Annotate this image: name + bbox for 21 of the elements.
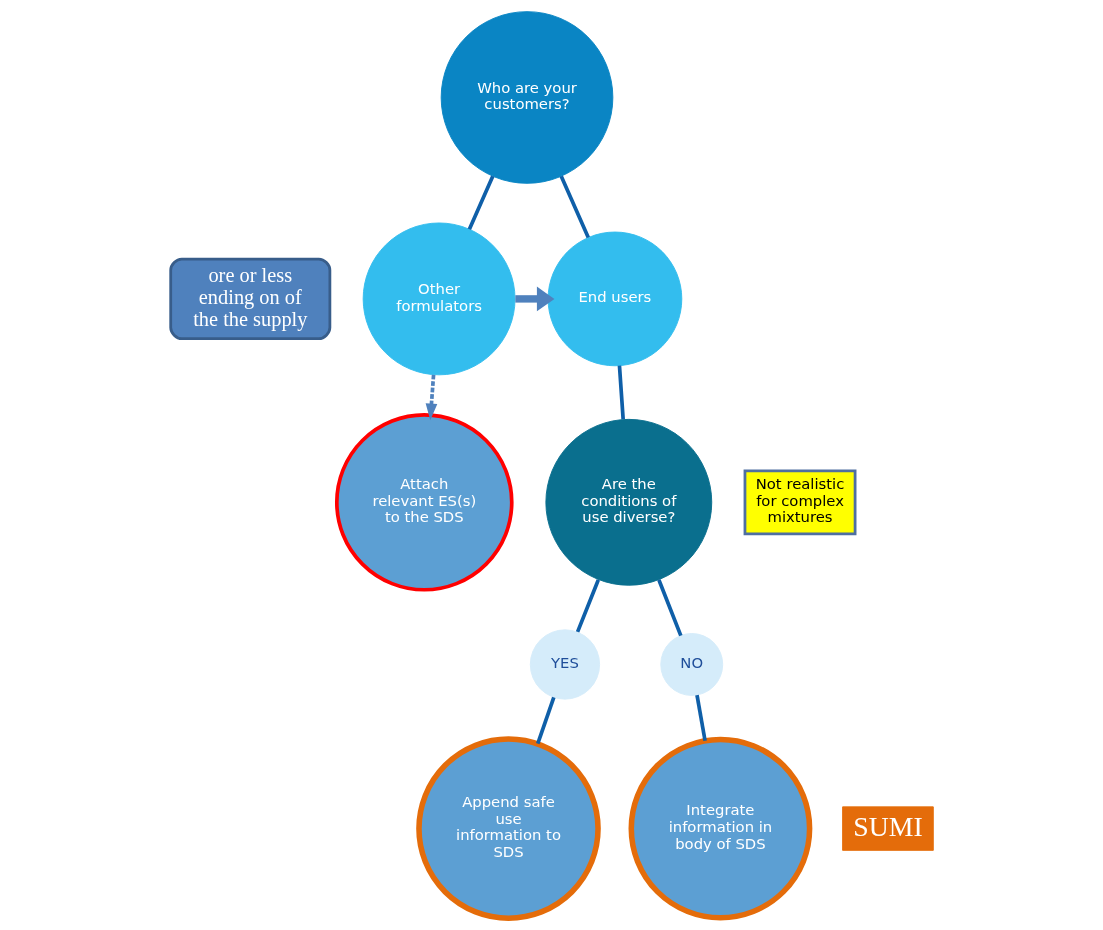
connector	[694, 694, 707, 742]
node-circle: Are the conditions of use diverse?	[544, 418, 712, 586]
node-circle: Integrate information in body of SDS	[628, 736, 812, 921]
node-circle: NO	[659, 633, 723, 696]
node-circle: Append safe use information to SDS	[415, 736, 601, 921]
node-box: ore or less ending on of the the supply	[168, 257, 331, 341]
node-circle: YES	[529, 629, 600, 700]
connector	[575, 579, 600, 633]
node-box: Not realistic for complex mixtures	[743, 469, 856, 536]
node-circle: End users	[547, 231, 682, 367]
connector	[467, 175, 494, 230]
arrow	[425, 374, 437, 421]
node-circle: Who are your customers?	[440, 11, 613, 184]
connector	[656, 579, 683, 637]
connector	[617, 365, 625, 420]
node-circle: Attach relevant ES(s) to the SDS	[334, 413, 514, 592]
node-box: SUMI	[841, 806, 934, 851]
connector	[559, 175, 590, 239]
connector	[535, 696, 556, 745]
arrow	[514, 286, 554, 312]
node-circle: Other formulators	[362, 222, 515, 376]
